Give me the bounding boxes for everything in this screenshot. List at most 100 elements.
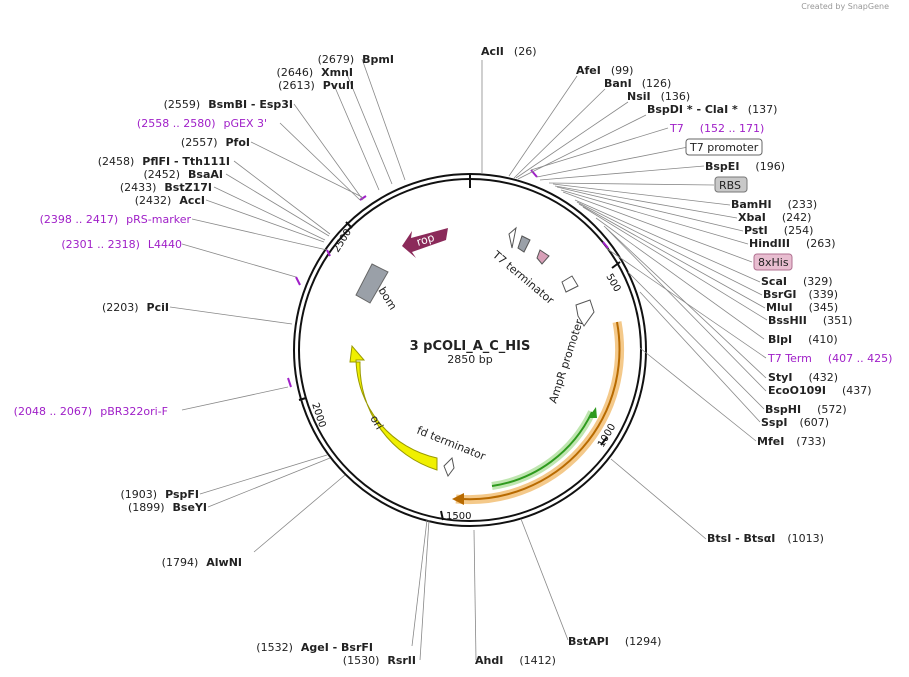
rbs-glyph bbox=[517, 235, 531, 253]
snapgene-watermark: Created by SnapGene bbox=[801, 2, 889, 11]
enzyme-bamhi: BamHI bbox=[731, 198, 772, 211]
enzyme-alwni: AlwNI bbox=[206, 556, 242, 569]
svg-text:MluI(345): MluI(345) bbox=[766, 301, 838, 314]
enzyme-acci: AccI bbox=[179, 194, 205, 207]
svg-text:PstI(254): PstI(254) bbox=[744, 224, 813, 237]
enzyme-afei: AfeI bbox=[576, 64, 601, 77]
enzyme-acli: AclI bbox=[481, 45, 504, 58]
enzyme-pspfi: PspFI bbox=[165, 488, 199, 501]
svg-text:T7(152 .. 171): T7(152 .. 171) bbox=[669, 122, 764, 135]
enzyme-bseyi: BseYI bbox=[173, 501, 207, 514]
enzyme-xmni: XmnI bbox=[321, 66, 353, 79]
enzyme-styi: StyI bbox=[768, 371, 792, 384]
ampr-arrow bbox=[461, 321, 621, 501]
rbs-box bbox=[714, 176, 748, 193]
primer-t7-term: T7 Term bbox=[767, 352, 812, 365]
svg-text:BsrGI(339): BsrGI(339) bbox=[763, 288, 838, 301]
ori-arrow bbox=[349, 344, 438, 471]
plasmid-name: 3 pCOLI_A_C_HIS bbox=[410, 339, 531, 354]
enzyme-mlui: MluI bbox=[766, 301, 793, 314]
svg-text:NsiI(136): NsiI(136) bbox=[627, 90, 690, 103]
primer-prs-marker: (2398 .. 2417) bbox=[40, 213, 119, 226]
svg-text:T7 Term(407 .. 425): T7 Term(407 .. 425) bbox=[767, 352, 892, 365]
svg-text:(2646)XmnI: (2646)XmnI bbox=[277, 66, 353, 79]
svg-text:BssHII(351): BssHII(351) bbox=[768, 314, 852, 327]
svg-text:(2679)BpmI: (2679)BpmI bbox=[318, 53, 394, 66]
bom-label: bom bbox=[375, 285, 399, 313]
svg-text:(2301 .. 2318)L4440: (2301 .. 2318)L4440 bbox=[61, 238, 182, 251]
enzyme-agei: AgeI - BsrFI bbox=[301, 641, 373, 654]
svg-text:(1794)AlwNI: (1794)AlwNI bbox=[162, 556, 242, 569]
svg-text:BtsI - BtsαI(1013): BtsI - BtsαI(1013) bbox=[707, 532, 824, 545]
svg-text:StyI(432): StyI(432) bbox=[768, 371, 838, 384]
tick-500: 500 bbox=[603, 272, 622, 294]
enzyme-bpmi: BpmI bbox=[362, 53, 394, 66]
enzyme-pflfi: PflFI - Tth111I bbox=[142, 155, 230, 168]
ampr-arrowhead bbox=[452, 493, 464, 505]
svg-text:(1903)PspFI: (1903)PspFI bbox=[121, 488, 199, 501]
t7-terminator-glyph bbox=[561, 275, 579, 293]
scale-ticks bbox=[298, 174, 621, 521]
enzyme-pfoi: PfoI bbox=[226, 136, 251, 149]
svg-text:(1530)RsrII: (1530)RsrII bbox=[343, 654, 416, 667]
svg-text:(2558 .. 2580)pGEX 3': (2558 .. 2580)pGEX 3' bbox=[137, 117, 267, 130]
svg-text:(2048 .. 2067)pBR322ori-F: (2048 .. 2067)pBR322ori-F bbox=[14, 405, 168, 418]
svg-text:AfeI(99): AfeI(99) bbox=[576, 64, 633, 77]
leader-lines-right bbox=[473, 60, 768, 661]
ampr-promoter-arc bbox=[491, 411, 593, 487]
ampr-promoter-glyph bbox=[575, 299, 595, 327]
enzyme-sspi: SspI bbox=[761, 416, 787, 429]
svg-text:AhdI(1412): AhdI(1412) bbox=[475, 654, 556, 667]
primer-pgex3: (2558 .. 2580) bbox=[137, 117, 216, 130]
enzyme-blpi: BlpI bbox=[768, 333, 792, 346]
enzyme-mfei: MfeI bbox=[757, 435, 784, 448]
enzyme-hindiii: HindIII bbox=[749, 237, 790, 250]
svg-text:BspEI(196): BspEI(196) bbox=[705, 160, 785, 173]
svg-text:(2433)BstZ17I: (2433)BstZ17I bbox=[120, 181, 212, 194]
svg-text:(2557)PfoI: (2557)PfoI bbox=[181, 136, 250, 149]
his-tag-box-label: 8xHis bbox=[758, 256, 789, 269]
svg-text:(2398 .. 2417)pRS-marker: (2398 .. 2417)pRS-marker bbox=[40, 213, 192, 226]
enzyme-nsii: NsiI bbox=[627, 90, 651, 103]
svg-text:(1899)BseYI: (1899)BseYI bbox=[128, 501, 207, 514]
ampr-promoter-label: AmpR promoter bbox=[546, 317, 586, 405]
t7-promoter-glyph bbox=[508, 226, 517, 249]
svg-text:SspI(607): SspI(607) bbox=[761, 416, 829, 429]
svg-text:(2432)AccI: (2432)AccI bbox=[135, 194, 205, 207]
enzyme-pcii: PciI bbox=[147, 301, 169, 314]
rop-label: rop bbox=[415, 231, 436, 249]
enzyme-bsphi: BspHI bbox=[765, 403, 801, 416]
t7-promoter-box-label: T7 promoter bbox=[689, 141, 759, 154]
primer-marks bbox=[287, 169, 609, 388]
enzyme-bspei: BspEI bbox=[705, 160, 739, 173]
svg-text:EcoO109I(437): EcoO109I(437) bbox=[768, 384, 872, 397]
t7-promoter-box bbox=[685, 138, 763, 156]
ampr-promoter-arrowhead bbox=[588, 407, 597, 418]
enzyme-bsmbi: BsmBI - Esp3I bbox=[208, 98, 293, 111]
enzyme-pvuii: PvuII bbox=[323, 79, 354, 92]
enzyme-psti: PstI bbox=[744, 224, 768, 237]
ori-label: ori bbox=[367, 413, 385, 432]
enzyme-scai: ScaI bbox=[761, 275, 787, 288]
svg-text:BstAPI(1294): BstAPI(1294) bbox=[568, 635, 661, 648]
primer-pbr322ori-f: (2048 .. 2067) bbox=[14, 405, 93, 418]
enzyme-bsaai: BsaAI bbox=[188, 168, 223, 181]
svg-text:XbaI(242): XbaI(242) bbox=[738, 211, 811, 224]
svg-text:MfeI(733): MfeI(733) bbox=[757, 435, 826, 448]
enzyme-labels-right: AclI(26) AfeI(99) BanI(126) NsiI(136) Bs… bbox=[475, 45, 892, 667]
svg-text:HindIII(263): HindIII(263) bbox=[749, 237, 836, 250]
enzyme-bsshii: BssHII bbox=[768, 314, 807, 327]
enzyme-bstz17i: BstZ17I bbox=[164, 181, 212, 194]
enzyme-bspdi-clai: BspDI * - ClaI * bbox=[647, 103, 738, 116]
enzyme-bsrgi: BsrGI bbox=[763, 288, 796, 301]
svg-text:BamHI(233): BamHI(233) bbox=[731, 198, 817, 211]
enzyme-ahdi: AhdI bbox=[475, 654, 503, 667]
enzyme-rsrii: RsrII bbox=[387, 654, 416, 667]
tick-1500: 1500 bbox=[446, 511, 471, 522]
enzyme-btsi: BtsI - BtsαI bbox=[707, 532, 775, 545]
bom-box bbox=[355, 263, 389, 304]
svg-text:(2452)BsaAI: (2452)BsaAI bbox=[143, 168, 223, 181]
rop-arrow bbox=[402, 228, 448, 258]
svg-text:AclI(26): AclI(26) bbox=[481, 45, 537, 58]
